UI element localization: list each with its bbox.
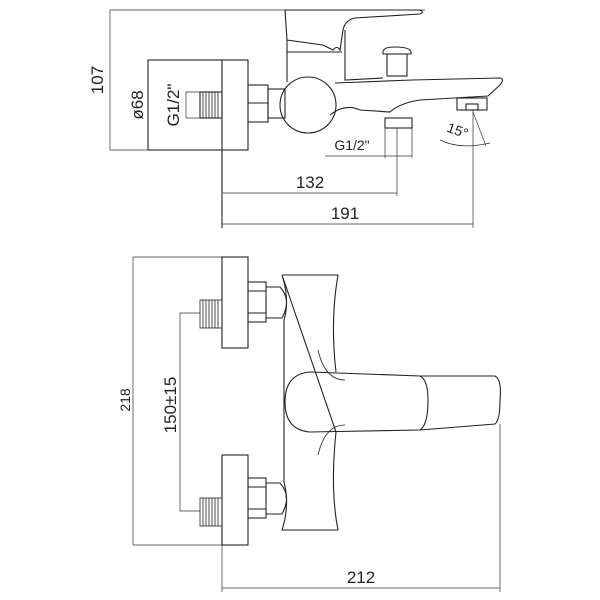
total-height-label: 218: [117, 388, 133, 412]
lever-handle: [284, 9, 424, 52]
inlet-thread-label: G1/2": [164, 84, 183, 127]
lower-escutcheon: [221, 454, 249, 546]
height-dimension: 107: [88, 9, 425, 151]
lower-inlet-thread: [199, 497, 223, 527]
outlet-distance-label: 132: [296, 173, 324, 192]
outlet-thread: G1/2": [325, 117, 413, 196]
spout-reach-label: 191: [331, 204, 359, 223]
upper-inlet-thread: [199, 299, 223, 329]
outlet-thread-label: G1/2": [334, 137, 369, 153]
inlet-thread: G1/2": [164, 84, 223, 127]
escutcheon-diameter-label: ø68: [128, 90, 147, 119]
side-view: 107 ø68 G1/2": [88, 9, 504, 228]
mixer-body-front: [281, 274, 339, 531]
front-view: 218 150±15: [117, 256, 501, 592]
inlet-spacing-label: 150±15: [161, 377, 180, 434]
total-projection-label: 212: [347, 568, 375, 587]
angle-label: 15°: [445, 119, 470, 141]
wall-escutcheon: [147, 59, 249, 151]
upper-nut: [247, 281, 288, 323]
upper-escutcheon: [221, 256, 249, 349]
angle-dimension: 15°: [439, 110, 491, 150]
height-dimension-label: 107: [88, 66, 107, 94]
mixer-body: [279, 76, 337, 134]
diverter-knob: [382, 46, 412, 77]
spout: [329, 77, 504, 116]
lower-nut: [247, 477, 288, 519]
lever-front: [284, 371, 429, 433]
